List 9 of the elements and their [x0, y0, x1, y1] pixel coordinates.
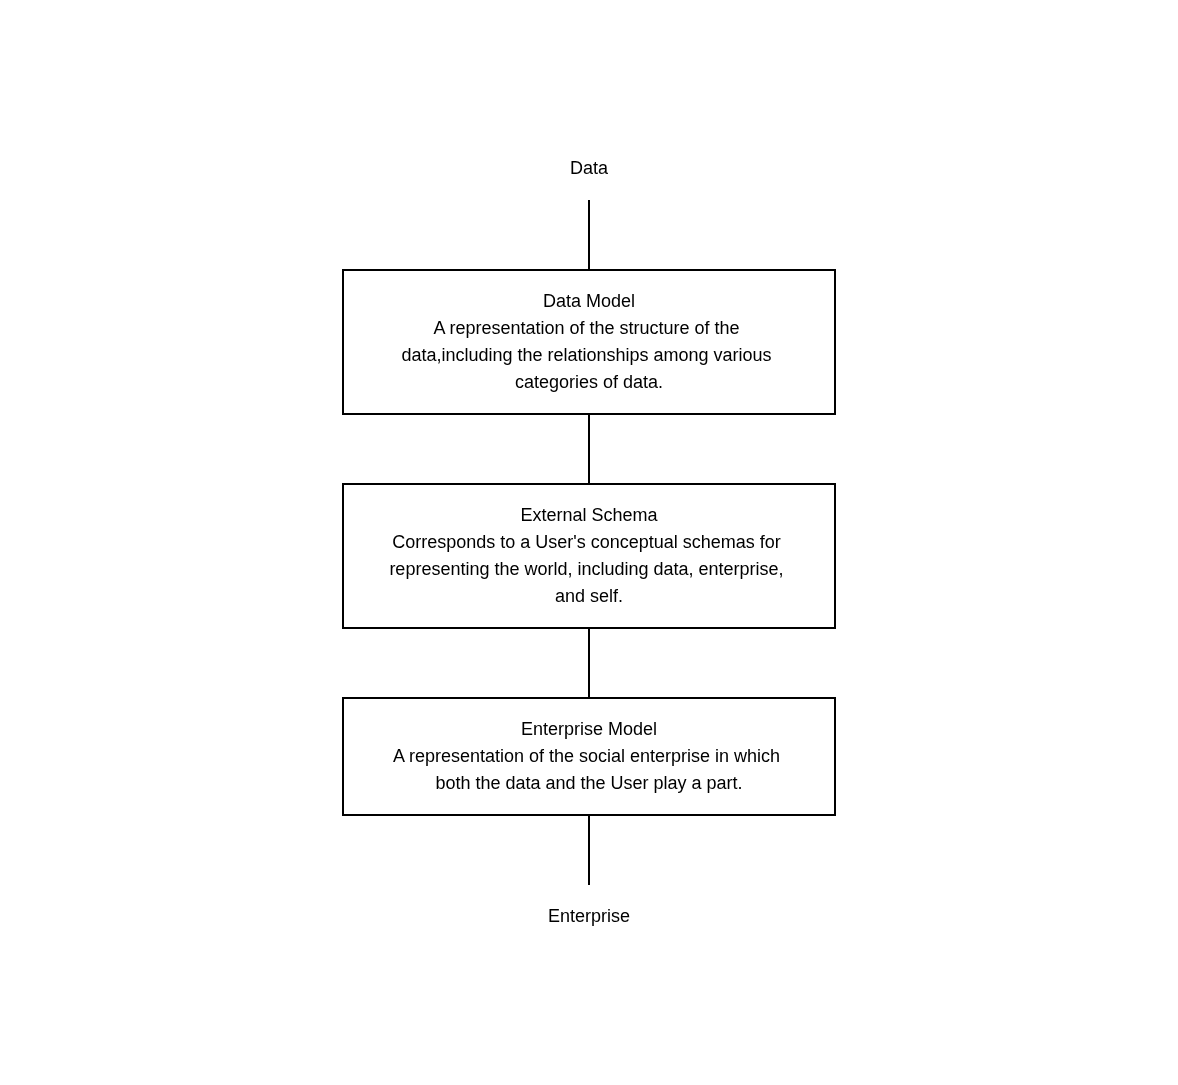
connector [588, 199, 590, 271]
node-box: Data Model A representation of the structure of the data,including the relationships among various categories of data. [342, 269, 836, 415]
node-text: Enterprise [547, 906, 631, 926]
node-box: External Schema Corresponds to a User's conceptual schemas for representing the world, including data, enterprise, and self. [342, 483, 836, 629]
connector [588, 814, 590, 886]
connector [588, 627, 590, 699]
node-box: Enterprise Model A representation of the social enterprise in which both the data and the User play a part. [342, 697, 836, 816]
connector [588, 413, 590, 485]
node-text: Data [569, 158, 609, 178]
